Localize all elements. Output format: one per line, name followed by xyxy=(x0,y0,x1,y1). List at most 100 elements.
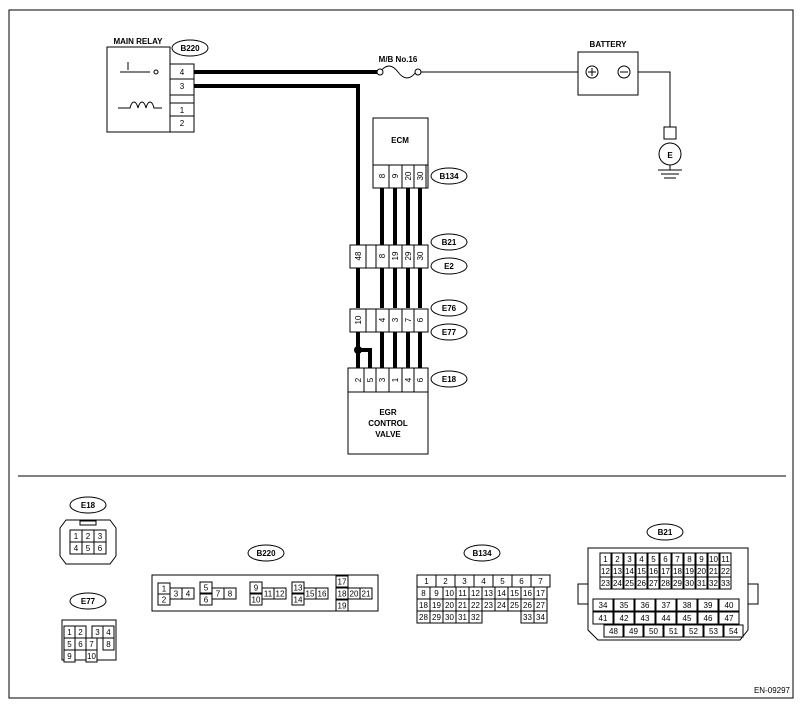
face-b220-pin-4: 4 xyxy=(186,590,191,599)
ecm-label: ECM xyxy=(391,136,409,145)
face-b134-pin-19: 19 xyxy=(432,601,441,610)
face-b134-pin-32: 32 xyxy=(471,613,480,622)
tag-e18: E18 xyxy=(442,375,457,384)
face-e77-pin-2: 2 xyxy=(78,628,83,637)
face-b134-pin-12: 12 xyxy=(471,589,480,598)
face-b21-pin-13: 13 xyxy=(613,567,622,576)
face-b21-pin-36: 36 xyxy=(641,601,650,610)
face-b21-pin-28: 28 xyxy=(661,579,670,588)
face-b134-pin-16: 16 xyxy=(523,589,532,598)
face-b21-pin-4: 4 xyxy=(639,555,644,564)
face-b220-pin-3: 3 xyxy=(174,590,179,599)
relay-switch-symbol xyxy=(120,62,159,75)
relay-connector xyxy=(169,63,195,133)
face-b21-pin-42: 42 xyxy=(620,614,629,623)
e18-pin-4: 4 xyxy=(404,377,413,382)
face-b220-cell xyxy=(181,587,195,600)
tag-b21: B21 xyxy=(442,238,457,247)
main-relay-body xyxy=(106,46,171,133)
face-b220-pin-6: 6 xyxy=(204,596,209,605)
tag-e77: E77 xyxy=(442,328,457,337)
face-b134-pin-11: 11 xyxy=(458,589,467,598)
face-e18-pin-5: 5 xyxy=(86,544,91,553)
ecm-pin-9: 9 xyxy=(391,173,400,178)
face-b134-cell xyxy=(533,610,548,624)
face-b21-pin-54: 54 xyxy=(729,627,738,636)
face-b21-cell xyxy=(613,598,635,612)
ecm-pin-30: 30 xyxy=(416,171,425,180)
face-b21-pin-11: 11 xyxy=(721,555,730,564)
face-b21-tab-left xyxy=(577,583,589,605)
e18-pin-3: 3 xyxy=(378,377,387,382)
face-e77-pin-3: 3 xyxy=(95,628,100,637)
face-tag-e77-oval xyxy=(69,592,107,610)
face-b21-pin-51: 51 xyxy=(669,627,678,636)
face-b21-cell xyxy=(655,598,677,612)
face-b21-housing xyxy=(587,547,749,641)
document-code: EN-09297 xyxy=(754,686,791,695)
face-b21-cell xyxy=(671,576,684,590)
face-b21-pin-31: 31 xyxy=(697,579,706,588)
face-b21-pin-49: 49 xyxy=(629,627,638,636)
fuse-terminal-left xyxy=(376,68,384,76)
face-b21-cell xyxy=(603,624,624,638)
face-b21-cell xyxy=(613,611,635,625)
e18-pin-6: 6 xyxy=(416,377,425,382)
face-b21-cell xyxy=(718,598,740,612)
ecm-pin-8: 8 xyxy=(378,173,387,178)
tag-b21-oval xyxy=(430,233,468,251)
face-b21-cell xyxy=(719,576,732,590)
face-b21-pin-7: 7 xyxy=(675,555,680,564)
face-b21-cell xyxy=(643,624,664,638)
relay-pin-1: 1 xyxy=(180,106,185,115)
face-b134-pin-9: 9 xyxy=(434,589,439,598)
face-b220-cell xyxy=(315,587,329,600)
tag-b220: B220 xyxy=(180,44,200,53)
face-b21-cell xyxy=(592,598,614,612)
battery-plus-icon xyxy=(588,68,596,76)
tag-e18-oval xyxy=(430,370,468,388)
face-b21-pin-24: 24 xyxy=(613,579,622,588)
face-e77-pin-9: 9 xyxy=(67,652,72,661)
face-b220-pin-15: 15 xyxy=(306,590,315,599)
face-b220-cell xyxy=(335,575,349,588)
face-b134-pin-21: 21 xyxy=(458,601,467,610)
face-b21-pin-29: 29 xyxy=(673,579,682,588)
fuse-symbol xyxy=(379,65,417,79)
face-b134-pin-8: 8 xyxy=(421,589,426,598)
face-e77-pin-1: 1 xyxy=(67,628,72,637)
face-b21-pin-32: 32 xyxy=(709,579,718,588)
face-b134-pin-18: 18 xyxy=(419,601,428,610)
relay-pin-4: 4 xyxy=(180,68,185,77)
e76-pin-6: 6 xyxy=(416,317,425,322)
face-tag-b21-oval xyxy=(646,523,684,541)
face-b134-pin-15: 15 xyxy=(510,589,519,598)
egr-label-line1: EGR xyxy=(379,408,397,417)
face-b134-pin-28: 28 xyxy=(419,613,428,622)
face-b134-cell xyxy=(468,610,483,624)
face-b21-pin-33: 33 xyxy=(721,579,730,588)
face-b21-pin-17: 17 xyxy=(661,567,670,576)
face-b220-pin-8: 8 xyxy=(228,590,233,599)
face-b134-pin-25: 25 xyxy=(510,601,519,610)
face-b134-pin-27: 27 xyxy=(536,601,545,610)
e18-pin-5: 5 xyxy=(366,377,375,382)
e76-pin-10: 10 xyxy=(354,315,363,324)
face-b21-pin-41: 41 xyxy=(599,614,608,623)
face-b21-pin-10: 10 xyxy=(709,555,718,564)
face-b134-pin-5: 5 xyxy=(500,577,505,586)
face-b21-pin-23: 23 xyxy=(601,579,610,588)
face-b21-cell xyxy=(703,624,724,638)
face-b21-cell xyxy=(635,576,648,590)
face-b21-pin-26: 26 xyxy=(637,579,646,588)
face-b134-pin-34: 34 xyxy=(536,613,545,622)
face-b134-pin-10: 10 xyxy=(445,589,454,598)
main-relay-label: MAIN RELAY xyxy=(113,37,163,46)
face-e18-pin-6: 6 xyxy=(98,544,103,553)
tag-b220-oval xyxy=(171,39,209,57)
ground-label: E xyxy=(667,151,673,160)
face-b21-cell xyxy=(611,576,624,590)
face-tag-b220-oval xyxy=(247,544,285,562)
face-b21-pin-34: 34 xyxy=(599,601,608,610)
